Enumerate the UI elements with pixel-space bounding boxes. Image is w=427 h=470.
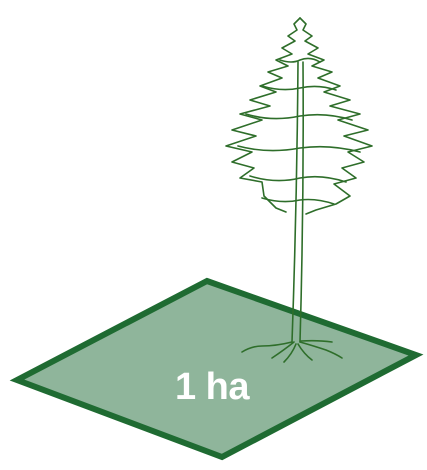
area-label: 1 ha [175,366,250,408]
tree-trunk [292,62,298,342]
